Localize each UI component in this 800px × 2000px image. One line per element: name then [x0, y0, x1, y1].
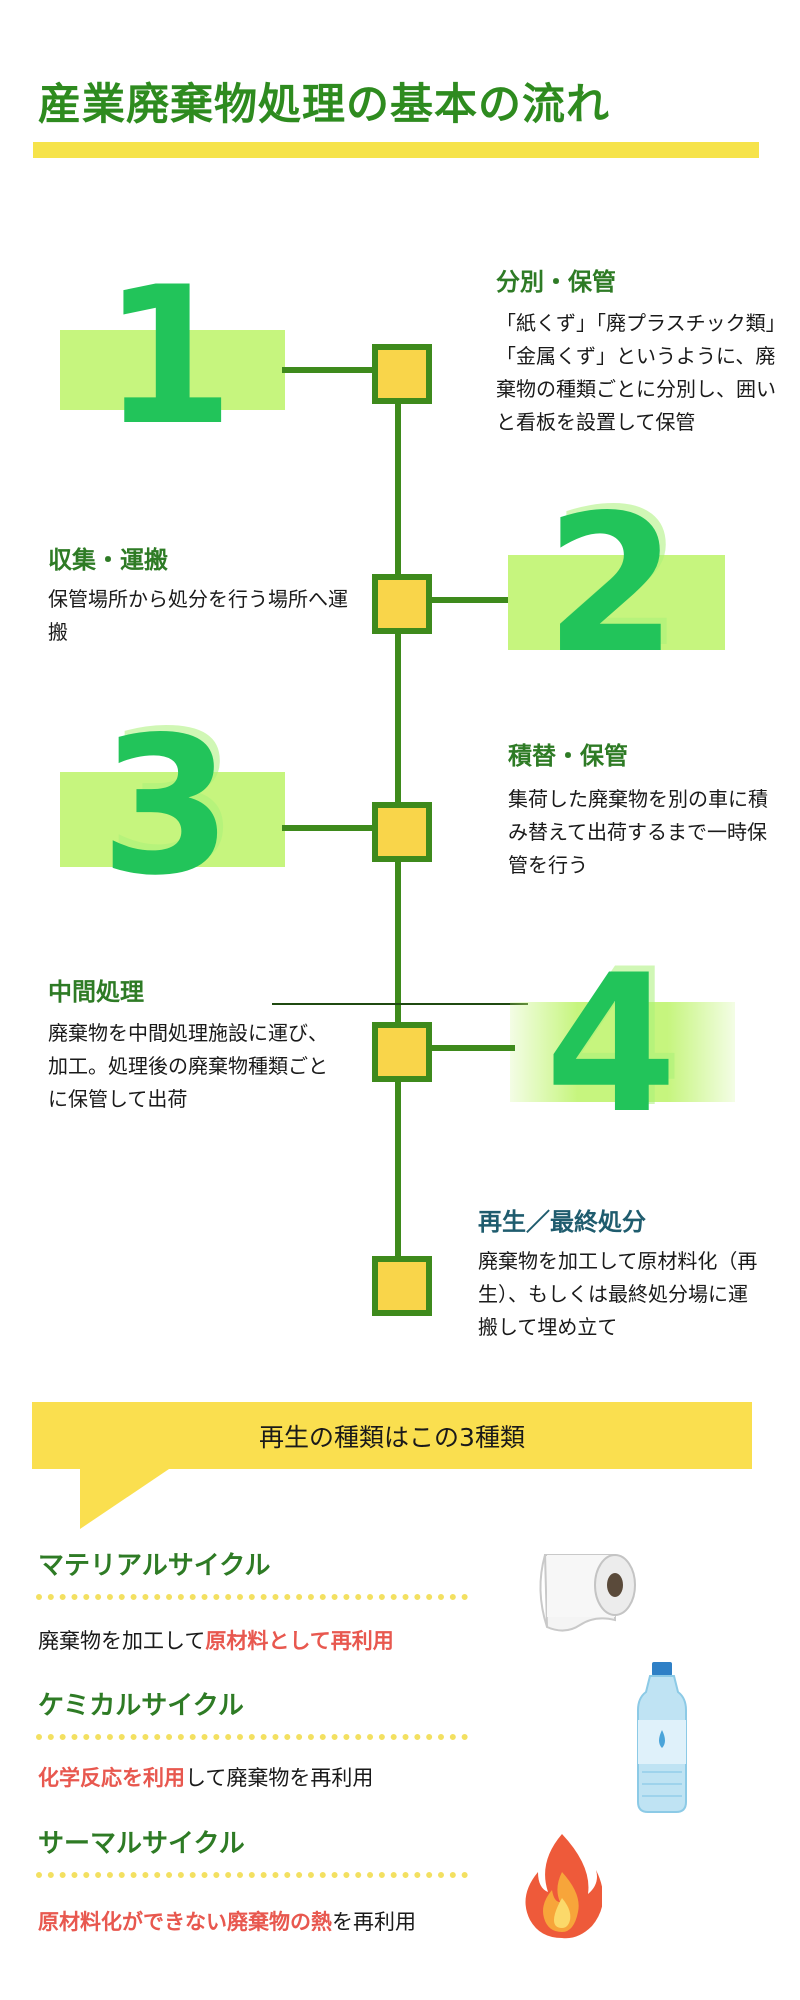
step-2-node [372, 574, 432, 634]
dotted-divider [36, 1734, 468, 1740]
step-1-body: 「紙くず」「廃プラスチック類」「金属くず」というように、廃棄物の種類ごとに分別し… [496, 311, 776, 434]
recycle-banner [32, 1402, 752, 1469]
toilet-paper-icon [539, 1554, 636, 1632]
step-4-number: 4 [545, 934, 678, 1155]
step-2-body: 保管場所から処分を行う場所へ運搬 [48, 587, 348, 644]
step-2-number-bg [508, 555, 725, 650]
recycle-item-1-title: マテリアルサイクル [38, 1551, 271, 1581]
recycle-item-3-title: サーマルサイクル [38, 1829, 245, 1859]
step-1-node [372, 344, 432, 404]
step-4-title: 中間処理 [48, 978, 144, 1006]
step-3-number: 3 [100, 696, 233, 917]
title-underline [33, 142, 759, 158]
recycle-heading: 再生の種類はこの3種類 [259, 1422, 525, 1452]
dotted-divider [36, 1872, 468, 1878]
recycle-item-1-body: 廃棄物を加工して原材料として再利用 [38, 1629, 394, 1653]
step-3-node [372, 802, 432, 862]
step-3-connector [282, 825, 377, 831]
recycle-item-2-body: 化学反応を利用して廃棄物を再利用 [38, 1766, 374, 1790]
step-5-title: 再生／最終処分 [478, 1208, 646, 1236]
step-4-node [372, 1022, 432, 1082]
step-4-body: 廃棄物を中間処理施設に運び、加工。処理後の廃棄物種類ごとに保管して出荷 [48, 1021, 328, 1111]
step-2-title: 収集・運搬 [48, 546, 168, 574]
recycle-item-3-body: 原材料化ができない廃棄物の熱を再利用 [38, 1910, 416, 1934]
banner-tail [80, 1467, 172, 1529]
recycle-item-2-title: ケミカルサイクル [38, 1691, 244, 1721]
step-2-connector [420, 597, 515, 603]
step-1-number: 1 [102, 246, 235, 467]
dotted-divider [36, 1594, 468, 1600]
page-title: 産業廃棄物処理の基本の流れ [38, 80, 610, 130]
flame-icon [525, 1834, 602, 1939]
step-1-title: 分別・保管 [496, 268, 616, 296]
plastic-bottle-icon [637, 1662, 687, 1813]
step-1-connector [282, 367, 377, 373]
step-3-title: 積替・保管 [508, 742, 628, 770]
step-1-number-bg [60, 330, 285, 410]
step-4-number-bg [510, 1002, 735, 1102]
step-4-connector [420, 1045, 515, 1051]
step-4-top-line [272, 1003, 528, 1005]
step-3-number-bg [60, 772, 285, 867]
step-3-body: 集荷した廃棄物を別の車に積み替えて出荷するまで一時保管を行う [508, 787, 768, 877]
step-5-node [372, 1256, 432, 1316]
step-2-number: 2 [545, 474, 678, 695]
step-5-body: 廃棄物を加工して原材料化（再生）、もしくは最終処分場に運搬して埋め立て [478, 1249, 758, 1339]
